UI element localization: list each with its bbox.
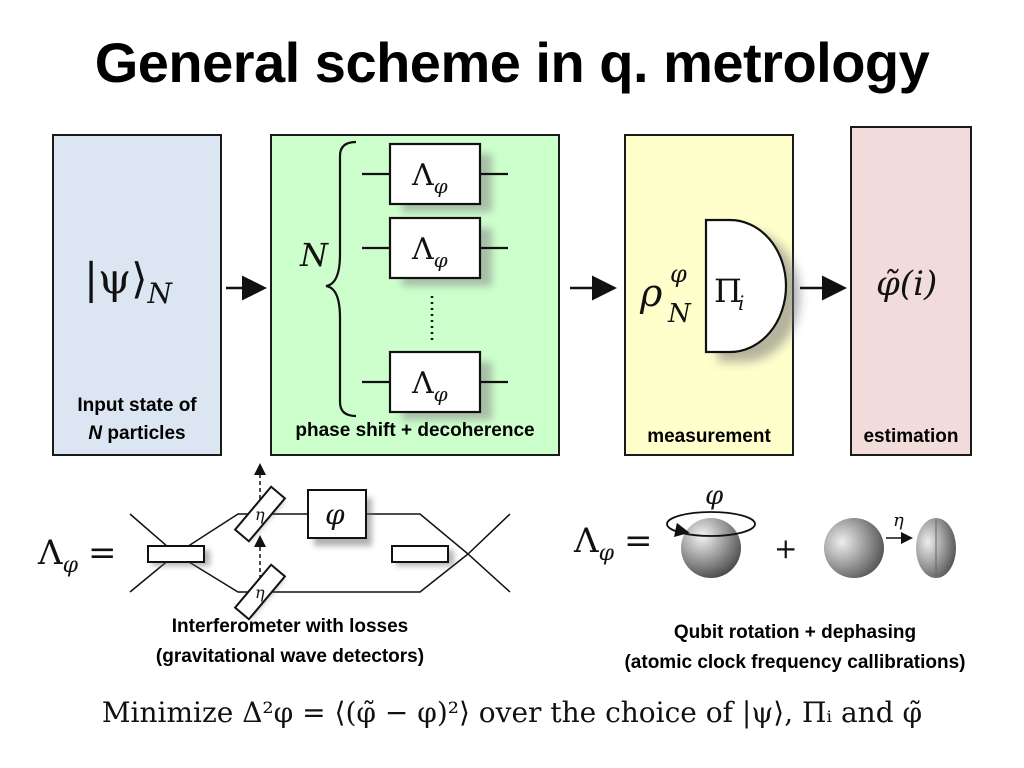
interferometer-lhs: Λφ=	[37, 533, 116, 578]
measurement-caption: measurement	[647, 426, 771, 447]
input-state-caption: Input state of N particles	[77, 395, 197, 444]
beam-splitter-right	[391, 545, 449, 563]
measurement-diagram: ρ φ N Π i	[639, 218, 800, 362]
estimation-caption: estimation	[863, 426, 959, 447]
interferometer-caption: Interferometer with losses (gravitationa…	[155, 616, 425, 667]
svg-text:φ: φ	[670, 260, 687, 288]
input-state-math: |ψ⟩N	[84, 254, 172, 310]
svg-text:η: η	[255, 505, 265, 524]
brace-n-label: N	[299, 236, 329, 274]
rho-label: ρ	[639, 271, 663, 315]
bloch-sphere-rotation	[681, 518, 741, 578]
qubit-lhs: Λφ=	[573, 521, 652, 566]
interferometer-diagram: Λφ= η η φ	[37, 463, 511, 621]
brace	[325, 140, 357, 418]
input-state-panel: |ψ⟩N Input state of N particles	[52, 134, 222, 456]
phase-shift-caption: phase shift + decoherence	[295, 420, 535, 441]
pi-label: Π	[714, 272, 742, 310]
svg-text:i: i	[738, 291, 744, 315]
slide-title: General scheme in q. metrology	[94, 31, 930, 94]
bloch-sphere	[824, 518, 884, 578]
svg-text:φ: φ	[325, 498, 345, 531]
estimation-math: φ̃(i)	[876, 264, 938, 304]
svg-text:η: η	[893, 510, 904, 531]
svg-text:Λφ: Λφ	[411, 366, 448, 406]
phase-element	[307, 489, 367, 539]
gate-row-2: Λφ	[362, 216, 508, 286]
gate-row-3: Λφ	[362, 350, 508, 420]
loss-plate-top	[233, 485, 287, 543]
svg-text:η: η	[255, 583, 265, 602]
gate-lambda-2	[388, 216, 482, 280]
gate-lambda-3	[388, 350, 482, 414]
beam-splitter-left	[147, 545, 205, 563]
gate-lambda-1	[388, 142, 482, 206]
loss-plate-bottom	[233, 563, 287, 621]
phase-shift-diagram: N Λφ Λφ Λφ	[299, 140, 508, 420]
svg-text:+: +	[774, 532, 797, 565]
svg-text:Λφ: Λφ	[411, 232, 448, 272]
estimation-panel: φ̃(i) estimation	[850, 126, 972, 456]
detector-shape	[704, 218, 788, 354]
svg-text:φ: φ	[705, 481, 724, 511]
footer-equation: Minimize Δ²φ = ⟨(φ̃ − φ)²⟩ over the choi…	[101, 696, 923, 729]
qubit-diagram: Λφ= φ + η	[573, 481, 956, 578]
qubit-caption: Qubit rotation + dephasing (atomic clock…	[624, 622, 966, 673]
svg-text:N: N	[667, 299, 692, 329]
svg-text:Λφ: Λφ	[411, 158, 448, 198]
gate-row-1: Λφ	[362, 142, 508, 212]
